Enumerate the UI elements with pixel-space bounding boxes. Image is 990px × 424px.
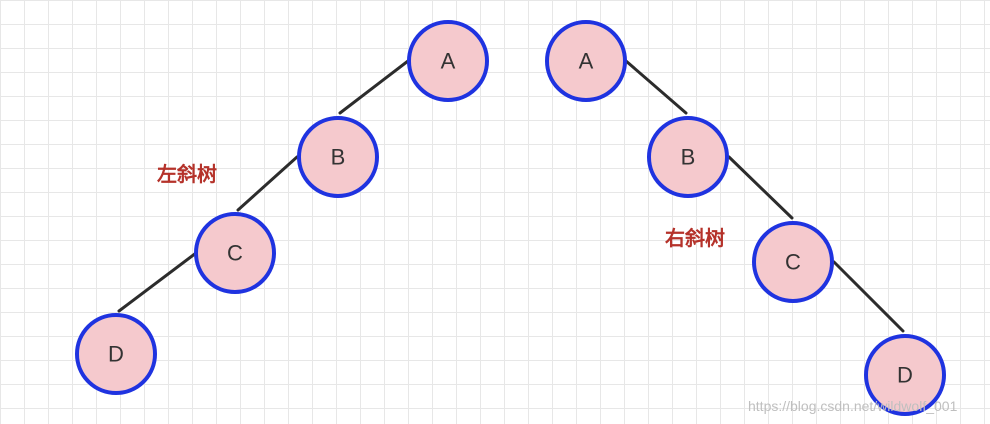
node-label: D <box>897 363 913 388</box>
node-label: A <box>441 49 456 74</box>
left-tree-label: 左斜树 <box>157 162 217 186</box>
node-label: B <box>331 145 346 170</box>
left-tree-node-b: B <box>297 116 379 198</box>
node-label: C <box>785 250 801 275</box>
node-label: C <box>227 241 243 266</box>
left-tree-edges <box>117 59 410 313</box>
left-edge-a-b <box>338 59 410 115</box>
node-label: B <box>681 145 696 170</box>
right-tree-node-a: A <box>545 20 627 102</box>
left-edge-b-c <box>236 155 299 212</box>
right-edge-c-d <box>832 260 905 333</box>
right-edge-a-b <box>624 59 688 115</box>
right-tree-label: 右斜树 <box>665 226 725 250</box>
left-tree-node-a: A <box>407 20 489 102</box>
node-label: D <box>108 342 124 367</box>
node-label: A <box>579 49 594 74</box>
left-tree-node-c: C <box>194 212 276 294</box>
right-tree-node-d: D <box>864 334 946 416</box>
right-edge-b-c <box>727 155 794 220</box>
left-edge-c-d <box>117 251 198 313</box>
right-tree-node-b: B <box>647 116 729 198</box>
watermark: https://blog.csdn.net/wildwolf_001 <box>748 398 958 414</box>
right-tree-edges <box>624 59 905 333</box>
right-tree-node-c: C <box>752 221 834 303</box>
left-tree-node-d: D <box>75 313 157 395</box>
